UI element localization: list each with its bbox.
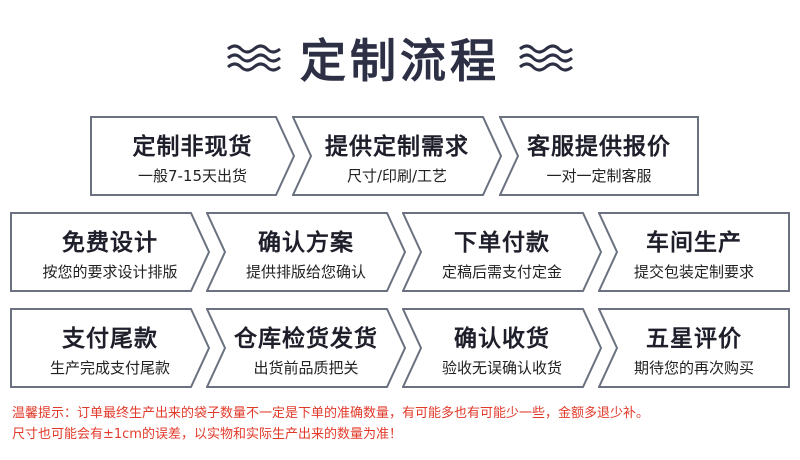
step-subtitle: 验收无误确认收货 <box>441 358 562 377</box>
step-subtitle: 一对一定制客服 <box>546 166 652 185</box>
notice-line-1: 温馨提示：订单最终生产出来的袋子数量不一定是下单的准确数量，有可能多也有可能少一… <box>12 406 650 421</box>
step-final-payment: 支付尾款 生产完成支付尾款 <box>10 308 210 388</box>
step-subtitle: 期待您的再次购买 <box>633 358 754 377</box>
page-title: 定制流程 <box>300 34 500 88</box>
process-row-3: 支付尾款 生产完成支付尾款 仓库检货发货 出货前品质把关 确认收货 验收无误确认… <box>0 308 800 388</box>
step-title: 提供定制需求 <box>325 133 469 160</box>
step-box-shape <box>206 212 406 292</box>
title-area: 定制流程 <box>0 18 800 98</box>
step-title: 确认收货 <box>454 325 550 352</box>
step-box-shape <box>10 308 210 388</box>
step-title: 支付尾款 <box>62 325 158 352</box>
step-box-shape <box>206 308 406 388</box>
step-box-shape <box>598 212 790 292</box>
step-subtitle: 一般7-15天出货 <box>137 166 248 185</box>
notice-line-2: 尺寸也可能会有±1cm的误差，以实物和实际生产出来的数量为准！ <box>12 427 402 442</box>
step-provide-requirements: 提供定制需求 尺寸/印刷/工艺 <box>292 116 502 196</box>
step-subtitle: 定稿后需支付定金 <box>441 262 562 281</box>
step-subtitle: 尺寸/印刷/工艺 <box>346 166 448 185</box>
step-box-shape <box>10 212 210 292</box>
step-subtitle: 生产完成支付尾款 <box>49 358 170 377</box>
step-title: 车间生产 <box>646 229 742 256</box>
step-title: 仓库检货发货 <box>234 325 378 352</box>
step-box-shape <box>90 116 295 196</box>
step-subtitle: 出货前品质把关 <box>253 358 359 377</box>
step-five-star-review: 五星评价 期待您的再次购买 <box>598 308 790 388</box>
step-box-shape <box>598 308 790 388</box>
step-quote: 客服提供报价 一对一定制客服 <box>499 116 699 196</box>
step-confirm-plan: 确认方案 提供排版给您确认 <box>206 212 406 292</box>
step-warehouse-shipping: 仓库检货发货 出货前品质把关 <box>206 308 406 388</box>
step-title: 客服提供报价 <box>527 133 671 160</box>
step-production: 车间生产 提交包装定制要求 <box>598 212 790 292</box>
wave-left-icon <box>227 44 281 72</box>
step-title: 下单付款 <box>454 229 550 256</box>
notice-text: 温馨提示：订单最终生产出来的袋子数量不一定是下单的准确数量，有可能多也有可能少一… <box>12 403 792 445</box>
step-box-shape <box>292 116 502 196</box>
step-subtitle: 提交包装定制要求 <box>633 262 754 281</box>
wave-right-icon <box>519 44 573 72</box>
step-free-design: 免费设计 按您的要求设计排版 <box>10 212 210 292</box>
step-subtitle: 提供排版给您确认 <box>245 262 366 281</box>
step-box-shape <box>499 116 699 196</box>
step-box-shape <box>402 308 602 388</box>
step-title: 五星评价 <box>646 325 742 352</box>
step-box-shape <box>402 212 602 292</box>
step-title: 免费设计 <box>62 229 158 256</box>
process-row-1: 定制非现货 一般7-15天出货 提供定制需求 尺寸/印刷/工艺 客服提供报价 一… <box>0 116 800 196</box>
step-confirm-receipt: 确认收货 验收无误确认收货 <box>402 308 602 388</box>
step-custom-order: 定制非现货 一般7-15天出货 <box>90 116 295 196</box>
step-payment: 下单付款 定稿后需支付定金 <box>402 212 602 292</box>
step-title: 定制非现货 <box>132 133 253 160</box>
step-subtitle: 按您的要求设计排版 <box>42 262 178 281</box>
step-title: 确认方案 <box>258 229 354 256</box>
process-row-2: 免费设计 按您的要求设计排版 确认方案 提供排版给您确认 下单付款 定稿后需支付… <box>0 212 800 292</box>
